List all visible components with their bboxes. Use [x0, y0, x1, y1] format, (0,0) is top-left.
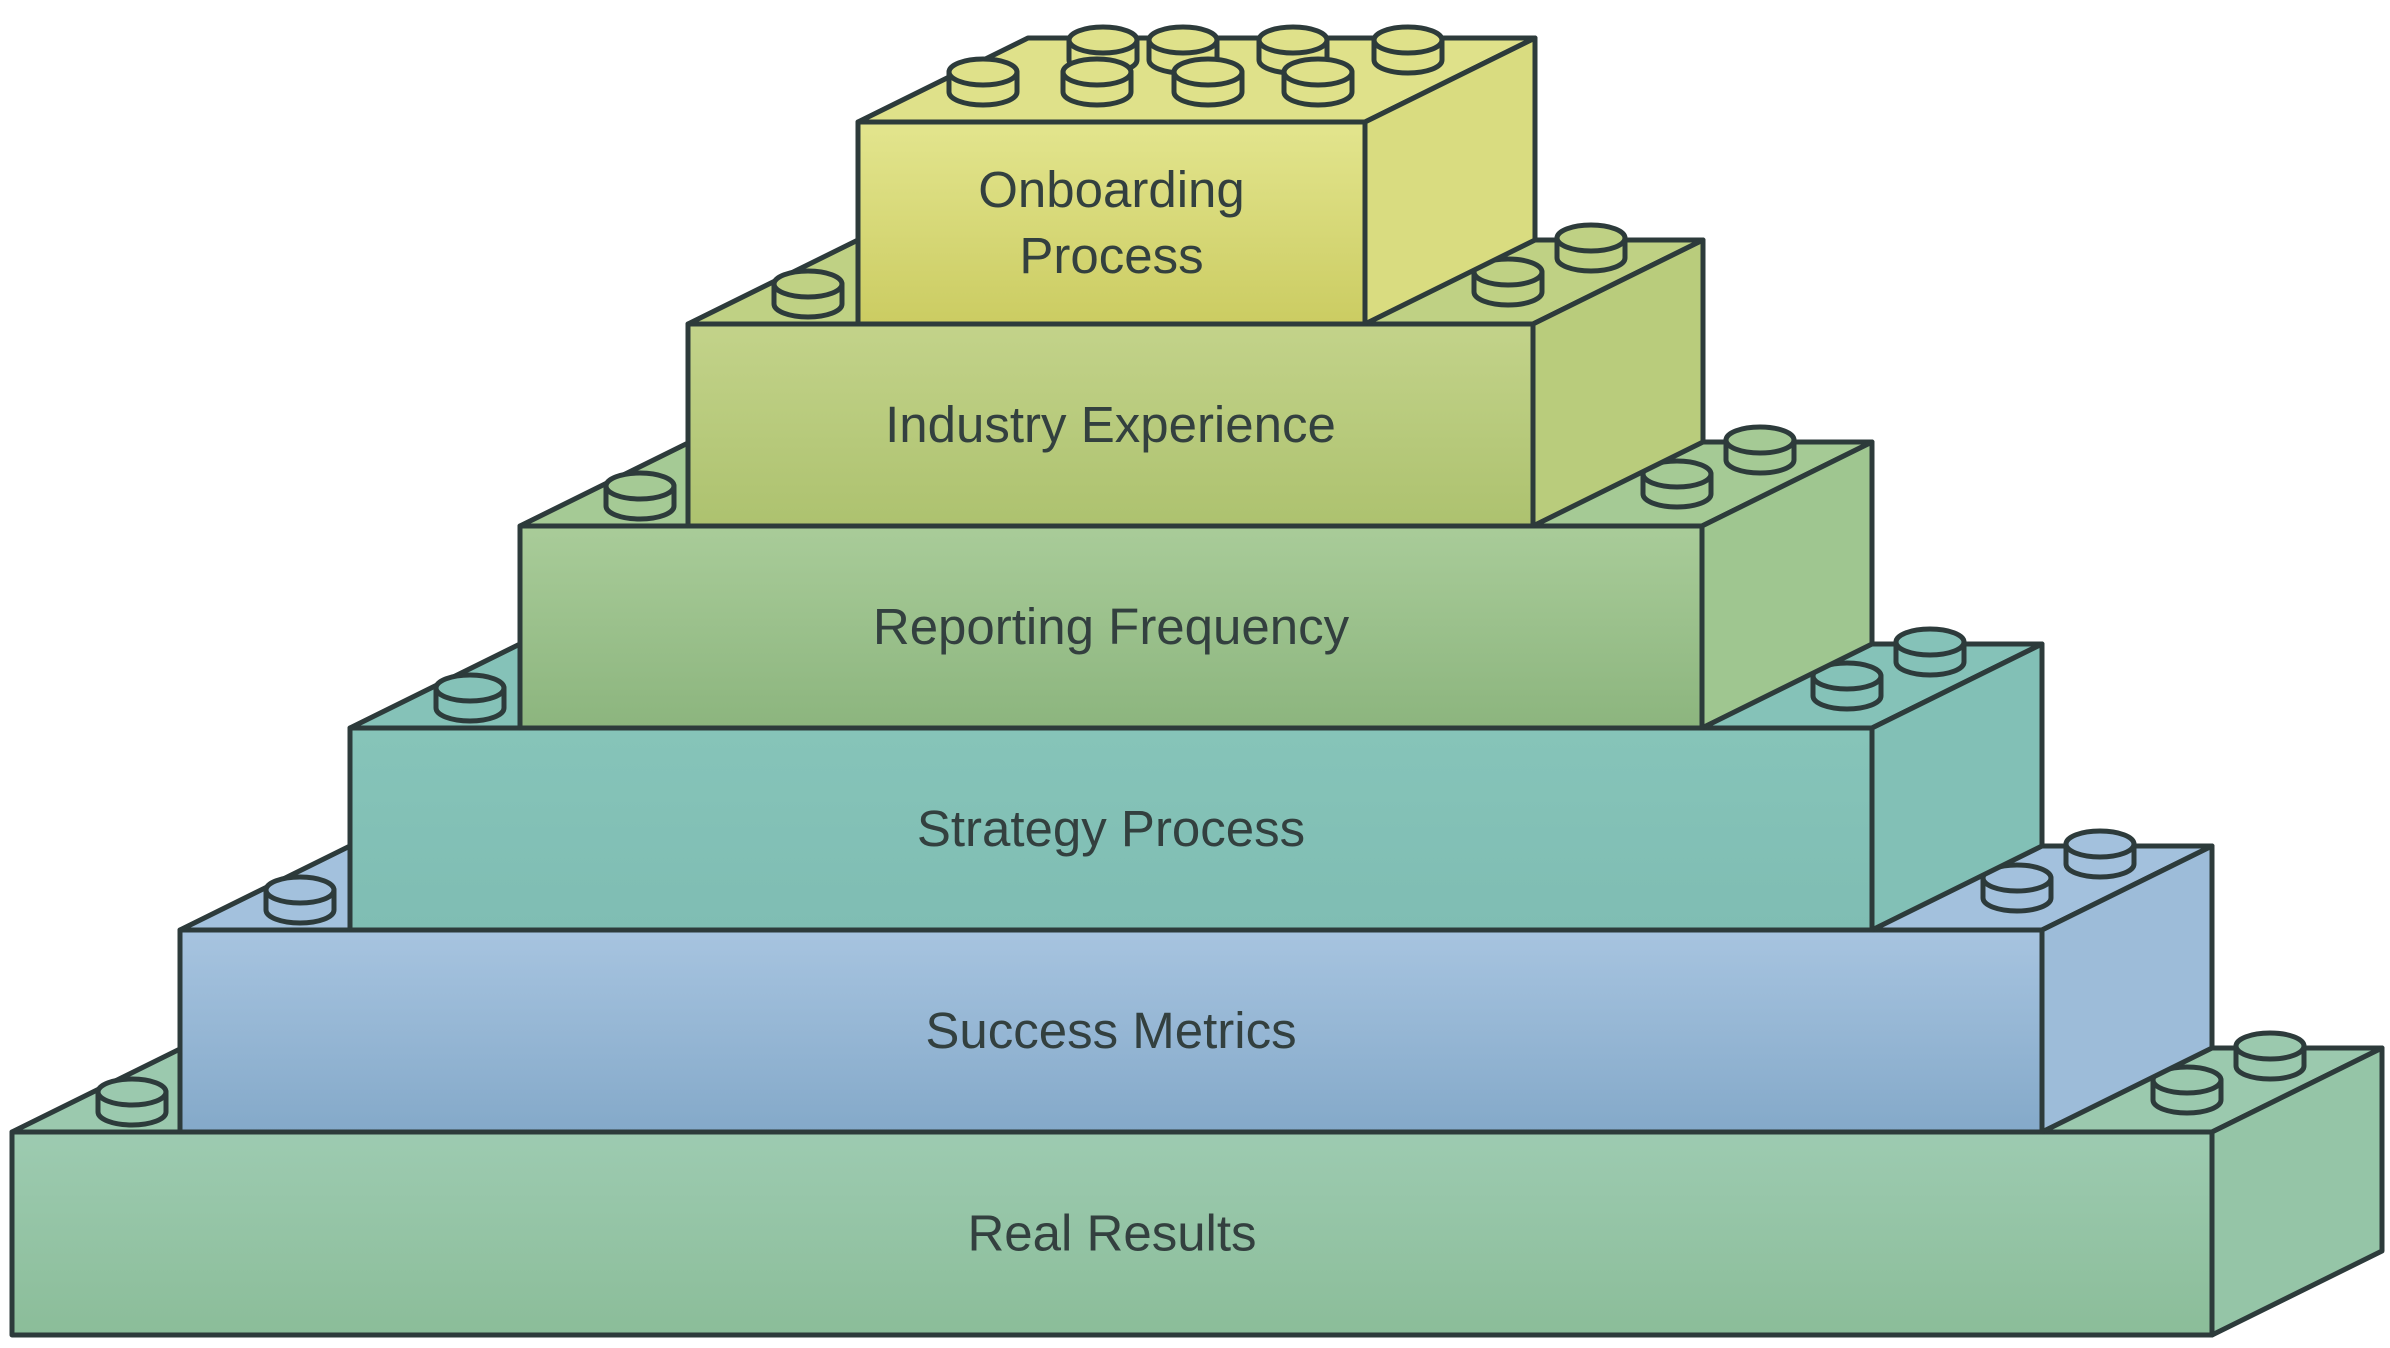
brick-front-face	[685, 321, 1536, 529]
stud-icon	[1060, 56, 1134, 108]
brick-label-results: Real Results	[967, 1205, 1256, 1262]
brick-front-face	[855, 119, 1368, 327]
brick-front-face	[517, 523, 1705, 731]
brick-label-onboarding: Process	[1019, 227, 1203, 284]
brick-label-strategy: Strategy Process	[917, 800, 1305, 857]
stud-icon	[1281, 56, 1355, 108]
stud-icon	[1810, 660, 1884, 712]
stud-icon	[263, 874, 337, 926]
stud-icon	[771, 268, 845, 320]
stud-icon	[1554, 222, 1628, 274]
brick-label-industry: Industry Experience	[885, 396, 1336, 453]
stud-icon	[946, 56, 1020, 108]
brick-label-onboarding: Onboarding	[978, 161, 1245, 218]
brick-front-face	[9, 1129, 2215, 1338]
stud-icon	[1371, 24, 1445, 76]
stud-icon	[2233, 1030, 2307, 1082]
stud-icon	[95, 1076, 169, 1128]
stud-icon	[1171, 56, 1245, 108]
brick-label-reporting: Reporting Frequency	[873, 598, 1350, 655]
stud-icon	[2063, 828, 2137, 880]
brick-label-success: Success Metrics	[925, 1002, 1296, 1059]
stud-icon	[603, 470, 677, 522]
stud-icon	[1893, 626, 1967, 678]
brick-front-face	[347, 725, 1875, 933]
stud-icon	[433, 672, 507, 724]
stud-icon	[1980, 862, 2054, 914]
stud-icon	[1723, 424, 1797, 476]
stud-icon	[2150, 1064, 2224, 1116]
